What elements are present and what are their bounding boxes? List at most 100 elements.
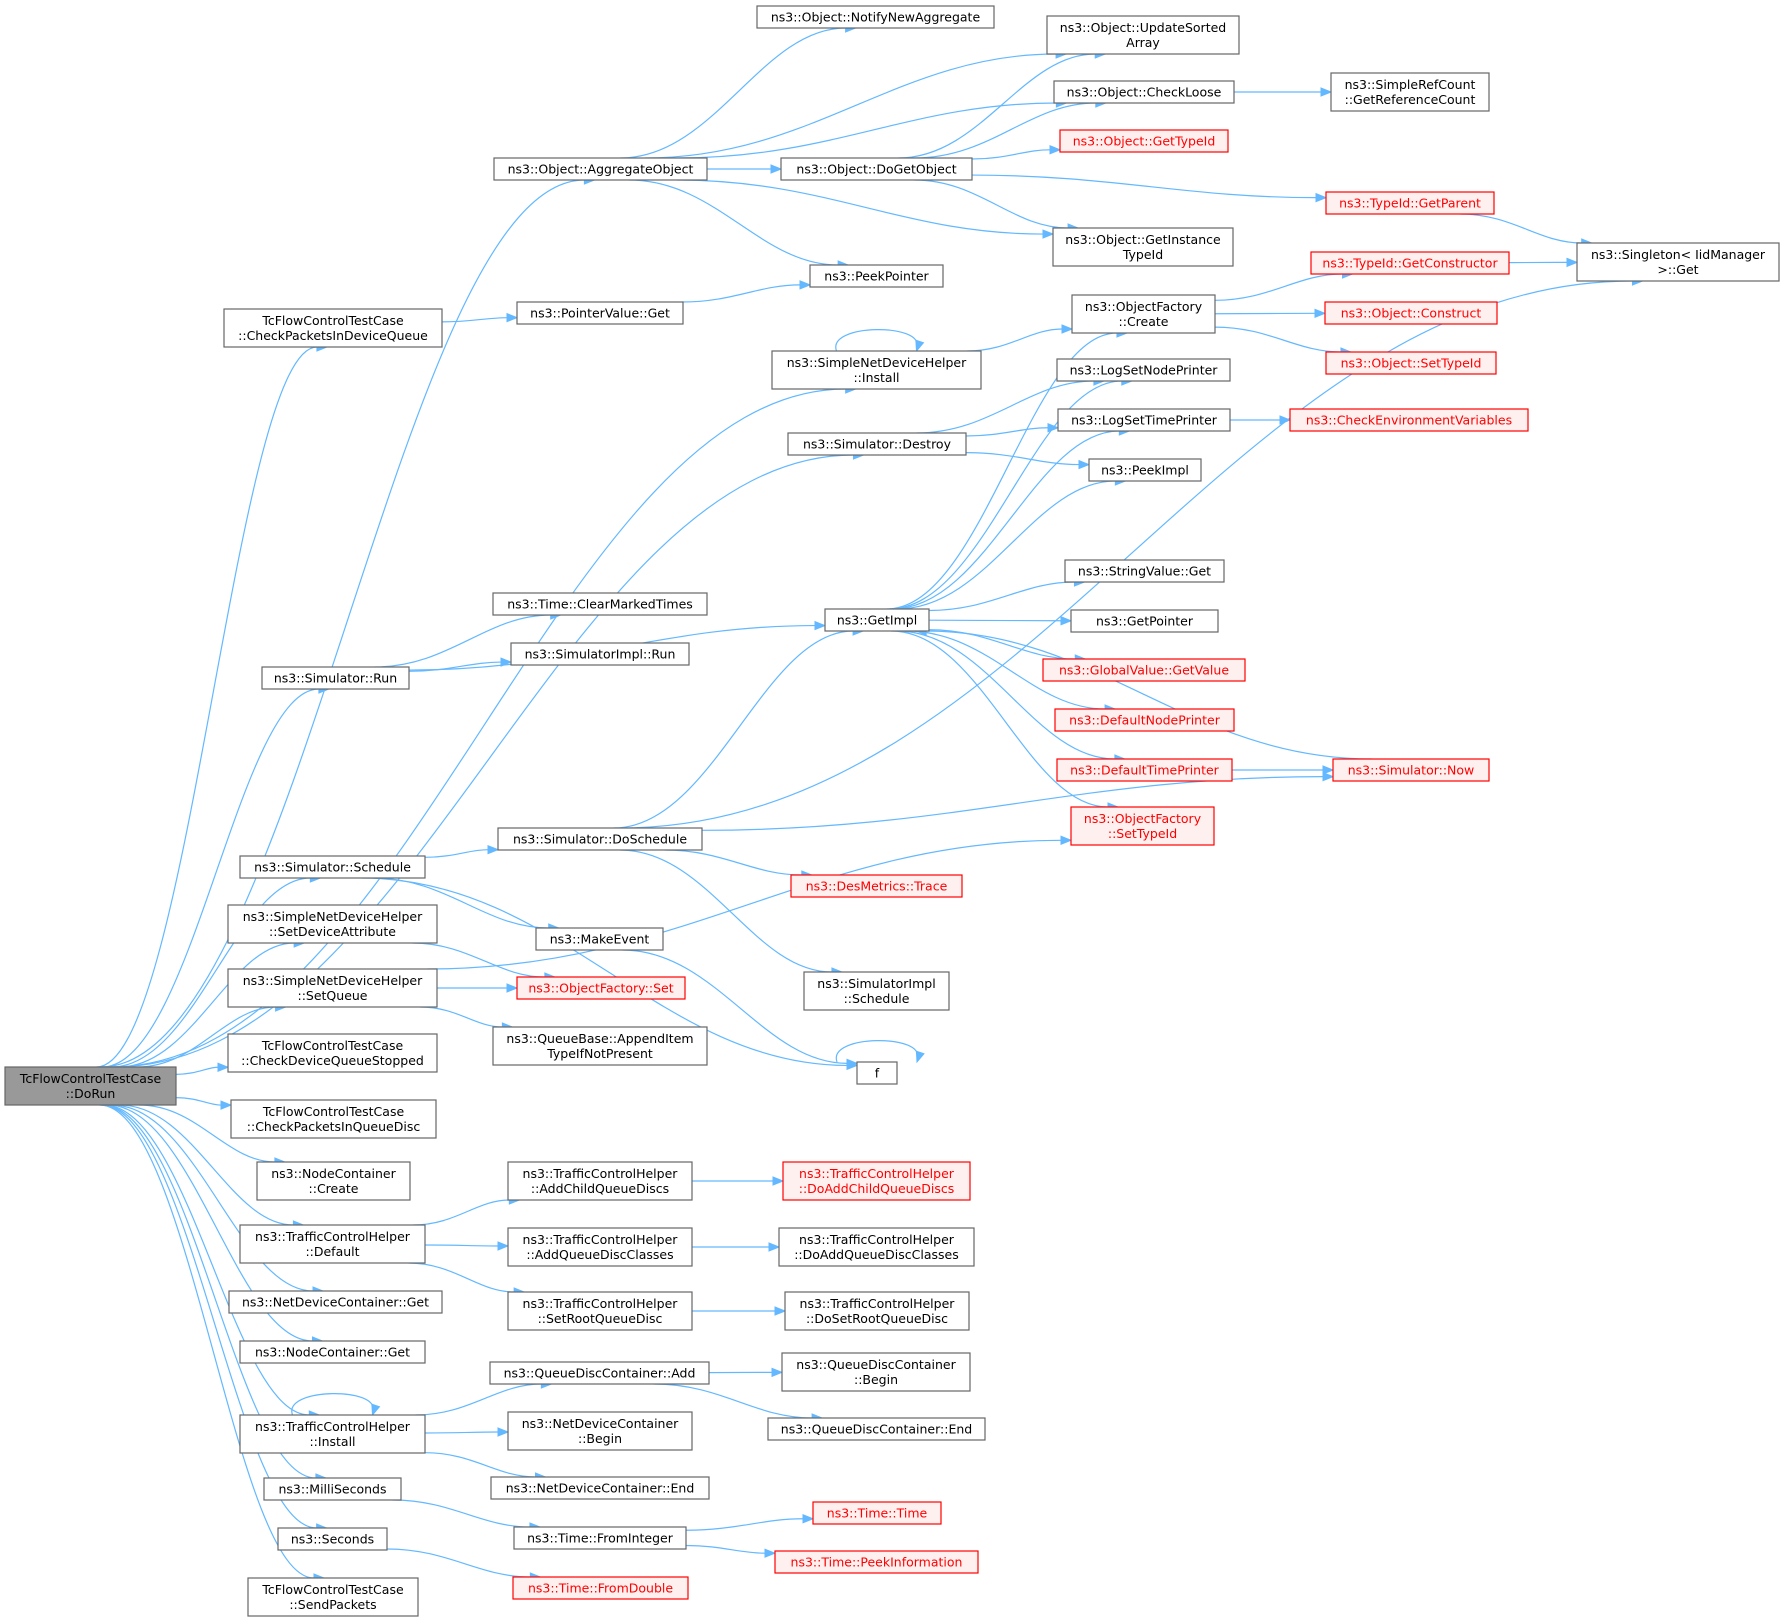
node-milliSeconds[interactable]: ns3::MilliSeconds — [263, 1477, 402, 1501]
node-label: ns3::Object::NotifyNewAggregate — [771, 10, 981, 25]
node-box — [490, 1476, 710, 1500]
node-typeIdGetParent[interactable]: ns3::TypeId::GetParent — [1325, 191, 1495, 215]
node-tchAddQDClasses[interactable]: ns3::TrafficControlHelper::AddQueueDiscC… — [507, 1227, 693, 1267]
node-timePeekInfo[interactable]: ns3::Time::PeekInformation — [774, 1550, 979, 1574]
node-label: ::Begin — [578, 1431, 622, 1446]
node-ndcEnd[interactable]: ns3::NetDeviceContainer::End — [490, 1476, 710, 1500]
node-checkDevQStopped[interactable]: TcFlowControlTestCase::CheckDeviceQueueS… — [227, 1033, 438, 1073]
node-timeTime[interactable]: ns3::Time::Time — [812, 1501, 942, 1525]
node-desMetricsTrace[interactable]: ns3::DesMetrics::Trace — [790, 874, 963, 898]
node-box — [535, 927, 664, 951]
node-box — [1576, 242, 1780, 282]
node-getImpl[interactable]: ns3::GetImpl — [824, 608, 930, 632]
node-gvGetValue[interactable]: ns3::GlobalValue::GetValue — [1042, 658, 1246, 682]
node-ncGet[interactable]: ns3::NodeContainer::Get — [239, 1340, 426, 1364]
edge-simDestroy-to-logSetTimePrinter — [965, 422, 1060, 437]
edge-milliSeconds-to-timeFromInteger — [392, 1499, 542, 1532]
node-seconds[interactable]: ns3::Seconds — [277, 1527, 388, 1551]
node-tchAddChildQD[interactable]: ns3::TrafficControlHelper::AddChildQueue… — [507, 1161, 693, 1201]
edge-arrowhead — [915, 1050, 925, 1064]
node-label: ns3::NodeContainer::Get — [255, 1345, 410, 1360]
node-qdcBegin[interactable]: ns3::QueueDiscContainer::Begin — [781, 1352, 971, 1392]
node-label: ns3::Simulator::Destroy — [803, 437, 952, 452]
node-label: ns3::Time::Time — [827, 1506, 928, 1521]
node-simRun[interactable]: ns3::Simulator::Run — [261, 666, 410, 690]
node-ndcBegin[interactable]: ns3::NetDeviceContainer::Begin — [507, 1411, 693, 1451]
node-tchDefault[interactable]: ns3::TrafficControlHelper::Default — [239, 1224, 426, 1264]
node-ndcGet[interactable]: ns3::NetDeviceContainer::Get — [228, 1290, 443, 1314]
edge-root-to-checkDevQStopped — [175, 1062, 230, 1075]
node-ofSetTypeId[interactable]: ns3::ObjectFactory::SetTypeId — [1070, 806, 1215, 846]
node-ofCreate[interactable]: ns3::ObjectFactory::Create — [1071, 294, 1216, 334]
edge-path — [111, 388, 846, 1068]
node-box — [493, 157, 708, 181]
edge-sndhSetQueue-to-ofSetTypeId — [427, 835, 1073, 970]
edge-path — [427, 839, 1062, 970]
node-label: ns3::TrafficControlHelper — [523, 1296, 679, 1311]
node-sndhInstall[interactable]: ns3::SimpleNetDeviceHelper::Install — [771, 350, 982, 390]
node-defTimePrinter[interactable]: ns3::DefaultTimePrinter — [1056, 758, 1233, 782]
node-qdcAdd[interactable]: ns3::QueueDiscContainer::Add — [489, 1361, 710, 1385]
node-box — [780, 157, 973, 181]
node-typeIdGetCtor[interactable]: ns3::TypeId::GetConstructor — [1310, 251, 1510, 275]
node-checkLoose[interactable]: ns3::Object::CheckLoose — [1053, 80, 1235, 104]
node-pointerValueGet[interactable]: ns3::PointerValue::Get — [516, 301, 684, 325]
edge-path — [1214, 326, 1341, 353]
edge-path — [891, 630, 1109, 808]
node-nodeContCreate[interactable]: ns3::NodeContainer::Create — [256, 1161, 411, 1201]
node-simImplSchedule[interactable]: ns3::SimulatorImpl::Schedule — [803, 971, 950, 1011]
node-checkPktDevQ[interactable]: TcFlowControlTestCase::CheckPacketsInDev… — [223, 308, 443, 348]
node-tchInstall[interactable]: ns3::TrafficControlHelper::Install — [239, 1414, 426, 1454]
edge-path — [291, 1393, 374, 1416]
node-simDestroy[interactable]: ns3::Simulator::Destroy — [787, 432, 967, 456]
node-qdcEnd[interactable]: ns3::QueueDiscContainer::End — [767, 1417, 986, 1441]
node-makeEvent[interactable]: ns3::MakeEvent — [535, 927, 664, 951]
node-f[interactable]: f — [856, 1061, 898, 1085]
node-tchSetRootQD[interactable]: ns3::TrafficControlHelper::SetRootQueueD… — [507, 1291, 693, 1331]
node-notifyNewAgg[interactable]: ns3::Object::NotifyNewAggregate — [756, 5, 995, 29]
node-objSetTypeId[interactable]: ns3::Object::SetTypeId — [1325, 351, 1497, 375]
node-aggregate[interactable]: ns3::Object::AggregateObject — [493, 157, 708, 181]
node-logSetTimePrinter[interactable]: ns3::LogSetTimePrinter — [1057, 408, 1231, 432]
node-checkPktQDisc[interactable]: TcFlowControlTestCase::CheckPacketsInQue… — [230, 1099, 437, 1139]
node-singletonGet[interactable]: ns3::Singleton< IidManager>::Get — [1576, 242, 1780, 282]
node-simSchedule[interactable]: ns3::Simulator::Schedule — [239, 855, 426, 879]
node-checkEnvVars[interactable]: ns3::CheckEnvironmentVariables — [1289, 408, 1529, 432]
node-tchDoAddChildQD[interactable]: ns3::TrafficControlHelper::DoAddChildQue… — [782, 1161, 971, 1201]
node-label: ::Schedule — [844, 991, 910, 1006]
node-simDoSchedule[interactable]: ns3::Simulator::DoSchedule — [497, 827, 703, 851]
node-timeClearMarked[interactable]: ns3::Time::ClearMarkedTimes — [492, 592, 708, 616]
node-getRefCount[interactable]: ns3::SimpleRefCount::GetReferenceCount — [1330, 72, 1490, 112]
node-stringValueGet[interactable]: ns3::StringValue::Get — [1064, 559, 1225, 583]
edge-ofCreate-to-objConstruct — [1214, 308, 1327, 319]
node-ofSet[interactable]: ns3::ObjectFactory::Set — [516, 976, 686, 1000]
node-timeFromInteger[interactable]: ns3::Time::FromInteger — [513, 1526, 687, 1550]
edge-aggregate-to-checkLoose — [678, 98, 1068, 159]
node-qbAppendItem[interactable]: ns3::QueueBase::AppendItemTypeIfNotPrese… — [492, 1026, 708, 1066]
node-box — [239, 1224, 426, 1264]
edge-arrowhead — [771, 1367, 784, 1378]
node-objConstruct[interactable]: ns3::Object::Construct — [1324, 301, 1498, 325]
node-sndhSetQueue[interactable]: ns3::SimpleNetDeviceHelper::SetQueue — [227, 968, 438, 1008]
node-getPointer[interactable]: ns3::GetPointer — [1070, 609, 1219, 633]
node-simNow[interactable]: ns3::Simulator::Now — [1332, 758, 1490, 782]
node-simImplRun[interactable]: ns3::SimulatorImpl::Run — [510, 642, 690, 666]
node-logSetNodePrinter[interactable]: ns3::LogSetNodePrinter — [1056, 358, 1231, 382]
node-objGetTypeId[interactable]: ns3::Object::GetTypeId — [1059, 129, 1229, 153]
node-defNodePrinter[interactable]: ns3::DefaultNodePrinter — [1054, 708, 1235, 732]
node-peekImpl[interactable]: ns3::PeekImpl — [1088, 458, 1202, 482]
node-box — [489, 1361, 710, 1385]
node-doGetObject[interactable]: ns3::Object::DoGetObject — [780, 157, 973, 181]
node-timeFromDouble[interactable]: ns3::Time::FromDouble — [512, 1576, 689, 1600]
edge-path — [175, 1066, 219, 1075]
node-tchDoSetRootQD[interactable]: ns3::TrafficControlHelper::DoSetRootQueu… — [784, 1291, 970, 1331]
node-peekPointer[interactable]: ns3::PeekPointer — [809, 264, 944, 288]
node-sendPackets[interactable]: TcFlowControlTestCase::SendPackets — [247, 1577, 419, 1617]
node-tchDoAddQDClasses[interactable]: ns3::TrafficControlHelper::DoAddQueueDis… — [778, 1227, 975, 1267]
node-sndhSetDevAttr[interactable]: ns3::SimpleNetDeviceHelper::SetDeviceAtt… — [227, 904, 438, 944]
node-label: ns3::SimulatorImpl::Run — [525, 647, 676, 662]
node-label: f — [875, 1066, 880, 1081]
node-root[interactable]: TcFlowControlTestCase::DoRun — [4, 1066, 177, 1106]
